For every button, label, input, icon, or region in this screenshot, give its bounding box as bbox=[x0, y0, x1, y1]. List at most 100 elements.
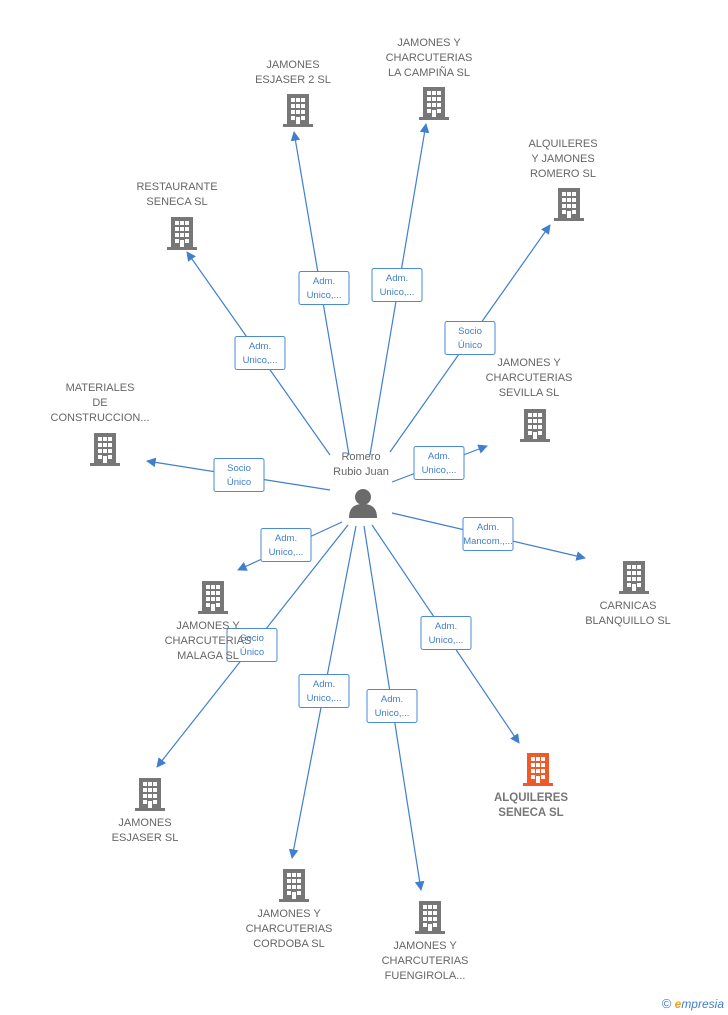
company-label-line-1: ALQUILERES bbox=[528, 138, 597, 150]
role-line-2: Mancom.,... bbox=[463, 536, 513, 547]
center-name-line-2: Rubio Juan bbox=[333, 466, 389, 478]
building-icon bbox=[135, 778, 165, 811]
role-line-1: Adm. bbox=[313, 679, 335, 690]
role-line-2: Unico,... bbox=[380, 287, 415, 298]
company-label-line-3: SEVILLA SL bbox=[499, 387, 560, 399]
company-label-line-2: Y JAMONES bbox=[531, 153, 594, 165]
company-label-line-2: CHARCUTERIAS bbox=[382, 955, 469, 967]
company-label-line-1: CARNICAS bbox=[600, 600, 657, 612]
role-badge-malaga[interactable]: Adm. Unico,... bbox=[260, 528, 312, 562]
company-label-line-1: JAMONES Y bbox=[497, 357, 561, 369]
person-icon bbox=[349, 489, 377, 518]
company-node-fuengirola[interactable]: JAMONES Y CHARCUTERIAS FUENGIROLA... bbox=[382, 901, 469, 982]
role-badge-alquileres-seneca[interactable]: Adm. Unico,... bbox=[420, 616, 472, 650]
company-node-campina[interactable]: JAMONES Y CHARCUTERIAS LA CAMPIÑA SL bbox=[386, 37, 473, 120]
role-line-1: Adm. bbox=[313, 276, 335, 287]
role-badge-carnicas[interactable]: Adm. Mancom.,... bbox=[462, 517, 514, 551]
company-label-line-2: DE bbox=[92, 397, 107, 409]
company-label-line-1: JAMONES Y bbox=[397, 37, 461, 49]
role-badge-box bbox=[226, 628, 278, 662]
company-label-line-2: CHARCUTERIAS bbox=[386, 52, 473, 64]
role-line-2: Único bbox=[240, 647, 264, 658]
role-line-2: Unico,... bbox=[243, 355, 278, 366]
role-badge-box bbox=[260, 528, 312, 562]
company-node-jamones-esjaser-2[interactable]: JAMONES ESJASER 2 SL bbox=[255, 59, 331, 127]
role-badge-box bbox=[444, 321, 496, 355]
role-line-1: Adm. bbox=[249, 341, 271, 352]
company-label-line-3: CONSTRUCCION... bbox=[51, 412, 150, 424]
company-node-sevilla[interactable]: JAMONES Y CHARCUTERIAS SEVILLA SL bbox=[486, 357, 573, 442]
role-line-1: Adm. bbox=[428, 451, 450, 462]
role-line-1: Adm. bbox=[477, 522, 499, 533]
building-icon bbox=[167, 217, 197, 250]
role-badge-box bbox=[298, 674, 350, 708]
role-line-1: Adm. bbox=[435, 621, 457, 632]
building-icon bbox=[198, 581, 228, 614]
role-badge-restaurante-seneca[interactable]: Adm. Unico,... bbox=[234, 336, 286, 370]
company-label-line-1: JAMONES bbox=[118, 817, 171, 829]
role-badge-cordoba[interactable]: Adm.Unico,... bbox=[298, 674, 350, 708]
company-label-line-1: JAMONES Y bbox=[176, 620, 240, 632]
role-line-2: Unico,... bbox=[375, 708, 410, 719]
role-line-2: Único bbox=[458, 340, 482, 351]
role-badge-box bbox=[413, 446, 465, 480]
brand-initial: e bbox=[674, 997, 682, 1011]
role-badge-box bbox=[213, 458, 265, 492]
role-badge-sevilla[interactable]: Adm. Unico,... bbox=[413, 446, 465, 480]
role-badge-box bbox=[371, 268, 423, 302]
company-node-restaurante-seneca[interactable]: RESTAURANTE SENECA SL bbox=[136, 181, 218, 250]
company-label-line-3: ROMERO SL bbox=[530, 168, 596, 180]
building-icon bbox=[554, 188, 584, 221]
role-line-2: Unico,... bbox=[429, 635, 464, 646]
role-line-1: Adm. bbox=[386, 273, 408, 284]
company-label-line-2: CHARCUTERIAS bbox=[165, 635, 252, 647]
brand-name: mpresia bbox=[681, 997, 724, 1011]
role-line-1: Socio bbox=[458, 326, 482, 337]
company-label-line-1: JAMONES Y bbox=[393, 940, 457, 952]
role-line-1: Adm. bbox=[381, 694, 403, 705]
company-node-malaga[interactable]: JAMONES Y CHARCUTERIAS MALAGA SL bbox=[165, 581, 252, 662]
role-line-2: Unico,... bbox=[307, 290, 342, 301]
company-label-line-3: LA CAMPIÑA SL bbox=[388, 66, 470, 79]
role-badge-box bbox=[366, 689, 418, 723]
company-node-materiales[interactable]: MATERIALES DE CONSTRUCCION... bbox=[51, 382, 150, 466]
company-label-line-2: ESJASER 2 SL bbox=[255, 74, 331, 86]
role-line-1: Adm. bbox=[275, 533, 297, 544]
edges-layer: Adm.Unico,...Adm.Unico,...SocioÚnicoAdm.… bbox=[146, 123, 586, 891]
role-badge-jamones-esjaser-2[interactable]: Adm. Unico,... bbox=[298, 271, 350, 305]
company-label-line-3: FUENGIROLA... bbox=[385, 970, 466, 982]
company-label-line-1: RESTAURANTE bbox=[136, 181, 217, 193]
company-label-line-1: MATERIALES bbox=[66, 382, 135, 394]
role-line-1: Socio bbox=[240, 633, 264, 644]
company-label-line-1: JAMONES bbox=[266, 59, 319, 71]
role-badge-box bbox=[420, 616, 472, 650]
role-badge-box bbox=[462, 517, 514, 551]
company-label-line-2: CHARCUTERIAS bbox=[486, 372, 573, 384]
company-node-esjaser[interactable]: JAMONES ESJASER SL bbox=[112, 778, 179, 844]
role-badge-box bbox=[234, 336, 286, 370]
role-line-2: Unico,... bbox=[269, 547, 304, 558]
company-label-line-3: MALAGA SL bbox=[177, 650, 239, 662]
role-badge-fuengirola[interactable]: Adm. Unico,... bbox=[366, 689, 418, 723]
company-label-line-2: SENECA SL bbox=[146, 196, 207, 208]
building-icon bbox=[523, 753, 553, 786]
company-label-line-2: SENECA SL bbox=[498, 807, 563, 819]
company-label-line-1: JAMONES Y bbox=[257, 908, 321, 920]
company-node-alquileres-romero[interactable]: ALQUILERES Y JAMONES ROMERO SL bbox=[528, 138, 598, 221]
center-name-line-1: Romero bbox=[341, 451, 380, 463]
role-line-2: Unico,... bbox=[422, 465, 457, 476]
company-label-line-3: CORDOBA SL bbox=[253, 938, 325, 950]
building-icon bbox=[283, 94, 313, 127]
center-person[interactable]: Romero Rubio Juan bbox=[333, 451, 389, 518]
role-badge-campina[interactable]: Adm. Unico,... bbox=[371, 268, 423, 302]
building-icon bbox=[419, 87, 449, 120]
company-label-line-2: ESJASER SL bbox=[112, 832, 179, 844]
